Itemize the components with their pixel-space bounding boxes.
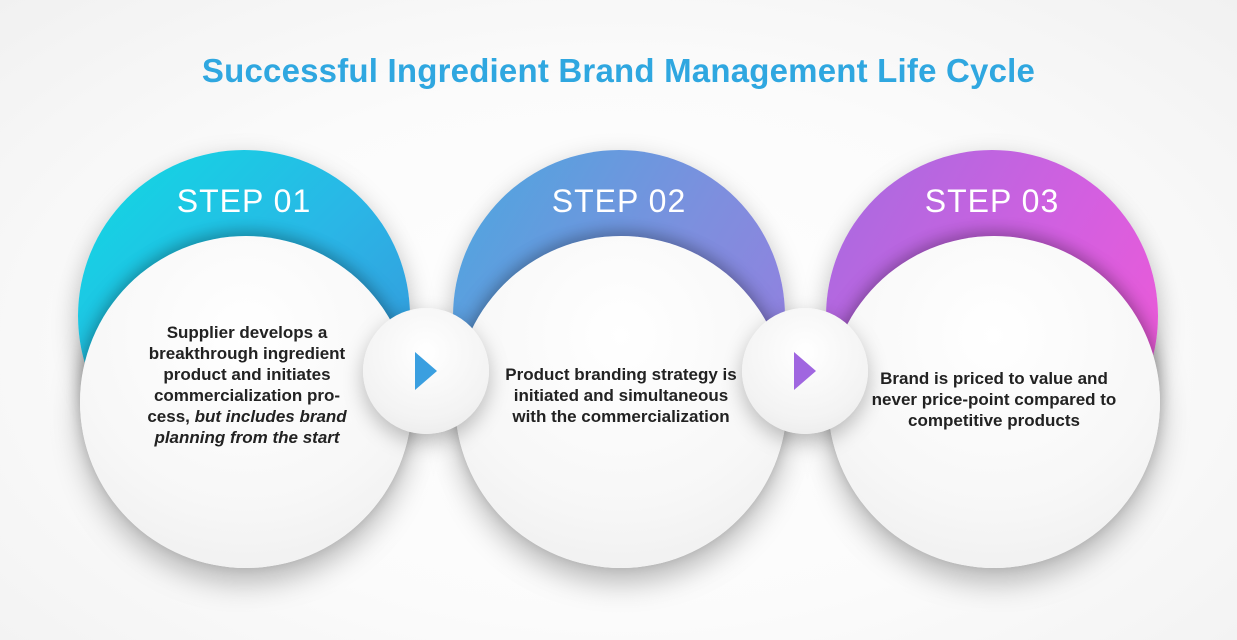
step-1-label: STEP 01	[176, 183, 312, 219]
step-1-description: Supplier develops a breakthrough ingredi…	[138, 322, 356, 448]
play-arrow-icon	[794, 352, 816, 390]
step-1-text: Supplier develops a breakthrough ingredi…	[147, 323, 346, 426]
play-arrow-icon	[415, 352, 437, 390]
page-title: Successful Ingredient Brand Management L…	[201, 52, 1036, 89]
step-2-label: STEP 02	[551, 183, 687, 219]
step-3-text: Brand is priced to value and never price…	[871, 369, 1117, 430]
step-3-description: Brand is priced to value and never price…	[868, 368, 1120, 431]
step-2-text: Product branding strategy is initiated a…	[505, 365, 737, 426]
connector-1	[363, 308, 489, 434]
connector-2	[742, 308, 868, 434]
step-2-description: Product branding strategy is initiated a…	[501, 364, 741, 427]
step-2-body-circle	[455, 236, 787, 568]
step-1-text-emphasis: but includes brand planning from the sta…	[154, 407, 347, 447]
step-3-label: STEP 03	[924, 183, 1060, 219]
step-1-body-circle	[80, 236, 412, 568]
step-3-body-circle	[828, 236, 1160, 568]
